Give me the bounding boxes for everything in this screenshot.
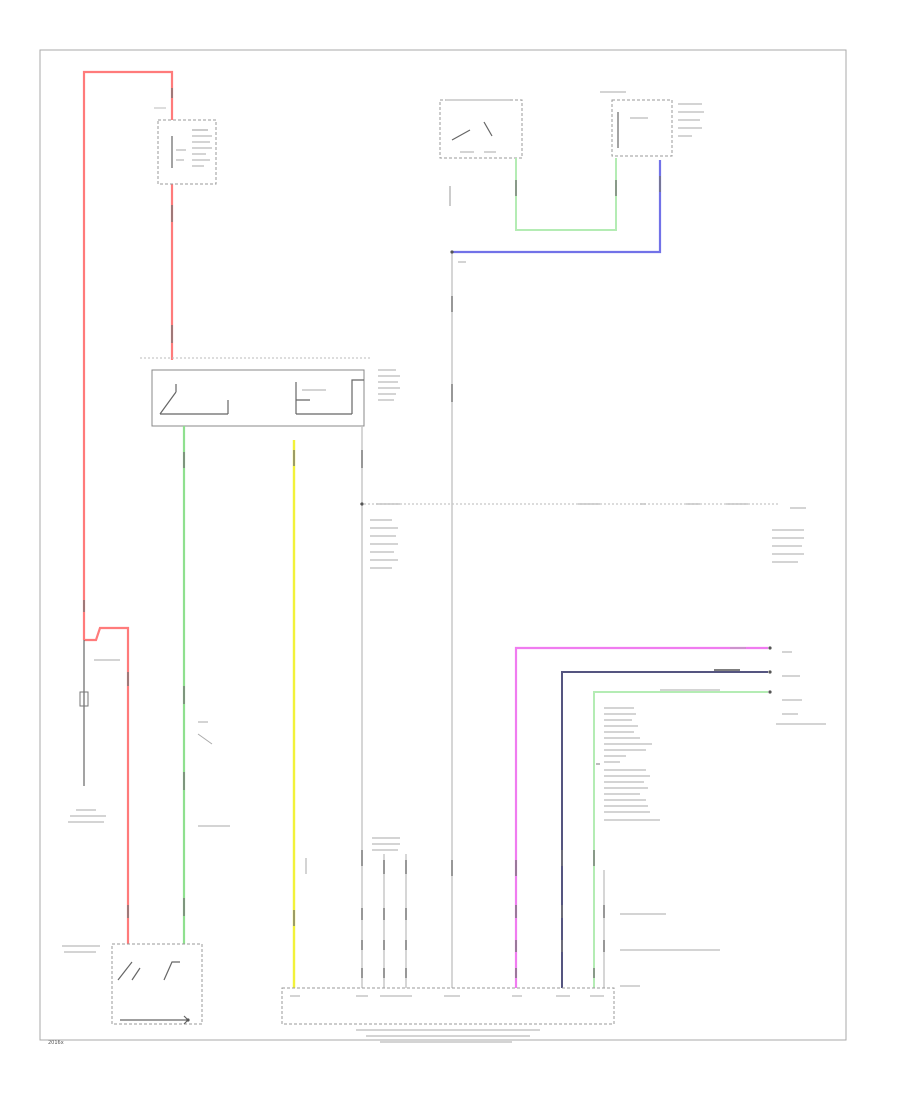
brake-switch bbox=[439, 99, 523, 159]
sensor-signal-wire bbox=[450, 250, 466, 988]
pedal-position-sensor bbox=[600, 91, 704, 157]
network-bus-line bbox=[360, 426, 806, 988]
powertrain-control-module bbox=[281, 987, 615, 1043]
switch-signal-wires bbox=[449, 158, 662, 254]
inline-fuse bbox=[68, 640, 120, 823]
pcm-output-wires bbox=[514, 646, 826, 988]
relay-output-wire bbox=[292, 440, 307, 988]
clutch-switch-wires bbox=[361, 837, 407, 988]
starter-motor bbox=[62, 943, 203, 1025]
relay-module bbox=[140, 357, 400, 427]
battery-feed-wire bbox=[82, 70, 174, 944]
fuse-module bbox=[154, 107, 217, 185]
starter-relay-control-wire bbox=[182, 426, 230, 944]
diagram-frame bbox=[39, 49, 847, 1041]
footer-code: 2016x bbox=[48, 1040, 64, 1046]
